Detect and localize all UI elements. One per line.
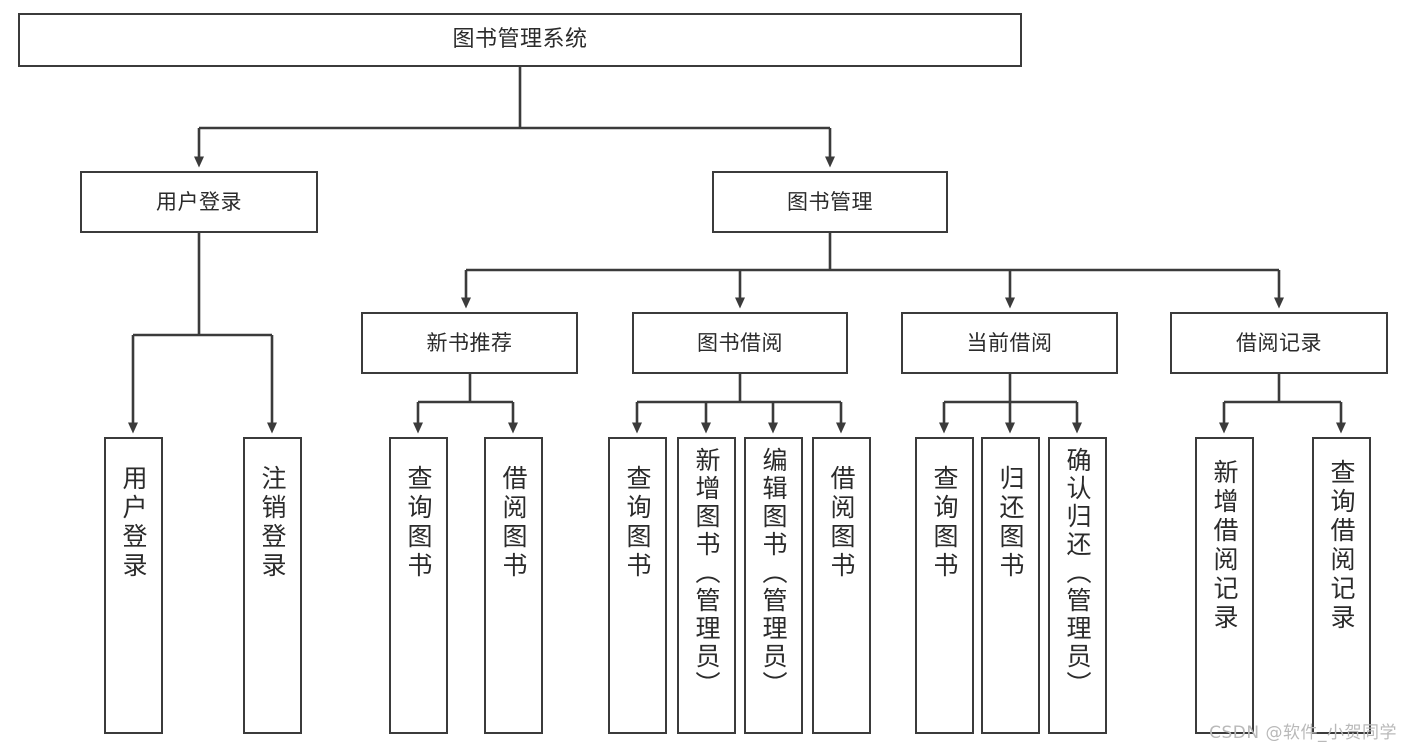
node-label: 图书借阅: [697, 330, 783, 355]
node-root-book-management-system[interactable]: 图书管理系统: [18, 13, 1022, 67]
leaf-user-login-logout[interactable]: 注销登录: [243, 437, 302, 734]
node-book-management[interactable]: 图书管理: [712, 171, 948, 233]
node-user-login[interactable]: 用户登录: [80, 171, 318, 233]
node-label: 图书管理系统: [452, 27, 588, 53]
node-label: 注销登录: [258, 465, 287, 581]
node-label: 查询图书: [404, 465, 433, 581]
node-label: 用户登录: [156, 189, 242, 214]
node-label: 查询图书: [623, 465, 652, 581]
node-label: 用户登录: [119, 465, 148, 581]
leaf-current-borrow-query[interactable]: 查询图书: [915, 437, 974, 734]
node-current-borrow[interactable]: 当前借阅: [901, 312, 1118, 374]
node-label: 确认归还（管理员）: [1063, 447, 1092, 699]
leaf-new-book-borrow[interactable]: 借阅图书: [484, 437, 543, 734]
node-label: 归还图书: [996, 465, 1025, 581]
node-label: 新书推荐: [426, 330, 513, 355]
leaf-book-borrow-add[interactable]: 新增图书（管理员）: [677, 437, 736, 734]
node-new-book-recommend[interactable]: 新书推荐: [361, 312, 578, 374]
watermark-text: CSDN @软件_小贺同学: [1209, 723, 1397, 743]
leaf-new-book-query[interactable]: 查询图书: [389, 437, 448, 734]
leaf-current-borrow-confirm-return[interactable]: 确认归还（管理员）: [1048, 437, 1107, 734]
node-label: 借阅图书: [827, 465, 856, 581]
leaf-book-borrow-query[interactable]: 查询图书: [608, 437, 667, 734]
node-label: 查询图书: [930, 465, 959, 581]
node-book-borrow[interactable]: 图书借阅: [632, 312, 848, 374]
leaf-book-borrow-edit[interactable]: 编辑图书（管理员）: [744, 437, 803, 734]
node-label: 新增图书（管理员）: [692, 447, 721, 699]
node-label: 借阅图书: [499, 465, 528, 581]
leaf-user-login-login[interactable]: 用户登录: [104, 437, 163, 734]
node-label: 图书管理: [787, 189, 873, 214]
leaf-borrow-record-add[interactable]: 新增借阅记录: [1195, 437, 1254, 734]
node-label: 当前借阅: [966, 330, 1053, 355]
node-label: 查询借阅记录: [1327, 459, 1356, 633]
leaf-current-borrow-return[interactable]: 归还图书: [981, 437, 1040, 734]
node-label: 借阅记录: [1236, 330, 1322, 355]
leaf-borrow-record-query[interactable]: 查询借阅记录: [1312, 437, 1371, 734]
node-label: 新增借阅记录: [1210, 459, 1239, 633]
leaf-book-borrow-borrow[interactable]: 借阅图书: [812, 437, 871, 734]
node-label: 编辑图书（管理员）: [759, 447, 788, 699]
node-borrow-records[interactable]: 借阅记录: [1170, 312, 1388, 374]
